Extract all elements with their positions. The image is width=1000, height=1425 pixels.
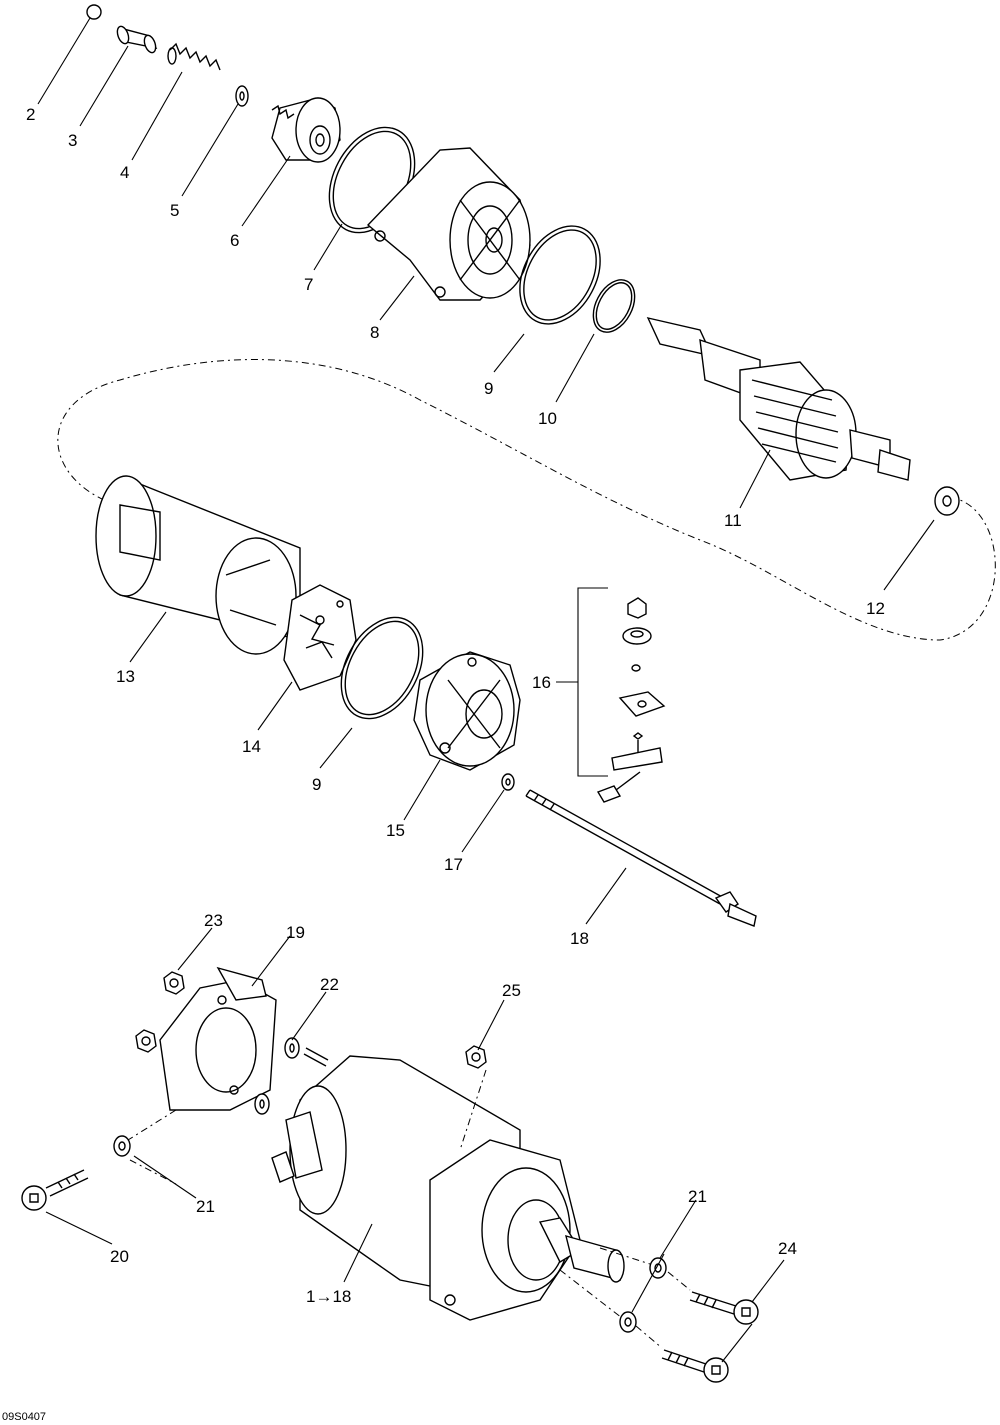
callout-11: 11 [724, 511, 742, 530]
part-armature [646, 316, 911, 481]
part-drive-pinion [271, 97, 341, 163]
callout-14: 14 [242, 737, 261, 756]
assembly-dashed-loop [57, 359, 996, 641]
part-washer-right-lower [619, 1311, 637, 1333]
part-bolt-right-upper [689, 1291, 759, 1325]
callout-16: 16 [532, 673, 551, 692]
callout-22: 22 [320, 975, 339, 994]
callout-6: 6 [230, 231, 239, 250]
diagram-reference-code: 09S0407 [2, 1411, 46, 1423]
callout-24: 24 [778, 1239, 797, 1258]
part-end-cover [413, 651, 521, 771]
part-nut-lower [135, 1029, 157, 1053]
part-drive-housing [366, 147, 531, 301]
leader-lines [37, 17, 935, 1363]
callout-21-right: 21 [688, 1187, 707, 1206]
part-nut-25 [465, 1045, 487, 1069]
callout-9-lower: 9 [312, 775, 321, 794]
callout-17: 17 [444, 855, 463, 874]
part-o-ring-upper [519, 225, 601, 325]
part-brush-plate [283, 584, 357, 691]
callout-12: 12 [866, 599, 885, 618]
callout-5: 5 [170, 201, 179, 220]
part-small-washer [501, 773, 515, 791]
part-circlip [86, 4, 102, 20]
part-washer [235, 85, 249, 107]
part-washer-stud [284, 1037, 329, 1067]
callout-4: 4 [120, 163, 129, 182]
alignment-line-stud [459, 1069, 487, 1151]
alignment-line-left [127, 1109, 177, 1185]
callout-21-left: 21 [196, 1197, 215, 1216]
part-bushing [116, 25, 158, 54]
callout-20: 20 [110, 1247, 129, 1266]
callout-3: 3 [68, 131, 77, 150]
callout-19: 19 [286, 923, 305, 942]
callout-2: 2 [26, 105, 35, 124]
part-starter-assembly [271, 1055, 625, 1321]
callout-23: 23 [204, 911, 223, 930]
part-thrust-washer [934, 486, 960, 516]
callout-25: 25 [502, 981, 521, 1000]
part-washer-lower [254, 1093, 270, 1115]
part-washer-left [113, 1135, 131, 1157]
part-terminal-hardware [556, 587, 666, 803]
part-bolt-left [21, 1169, 89, 1211]
part-spring [167, 42, 221, 71]
alignment-line-right [559, 1247, 691, 1349]
callout-18: 18 [570, 929, 589, 948]
part-mounting-bracket [159, 966, 277, 1111]
callout-10: 10 [538, 409, 557, 428]
part-bolt-right-lower [661, 1349, 729, 1383]
part-o-ring-lower [340, 616, 424, 720]
part-small-o-ring [592, 279, 636, 333]
part-nut-upper [163, 971, 185, 995]
callout-1-to-18: 1→18 [306, 1287, 351, 1306]
part-through-bolt [525, 789, 757, 927]
callout-15: 15 [386, 821, 405, 840]
callout-8: 8 [370, 323, 379, 342]
part-frame [95, 475, 301, 655]
callout-9-upper: 9 [484, 379, 493, 398]
callout-13: 13 [116, 667, 135, 686]
callout-7: 7 [304, 275, 313, 294]
